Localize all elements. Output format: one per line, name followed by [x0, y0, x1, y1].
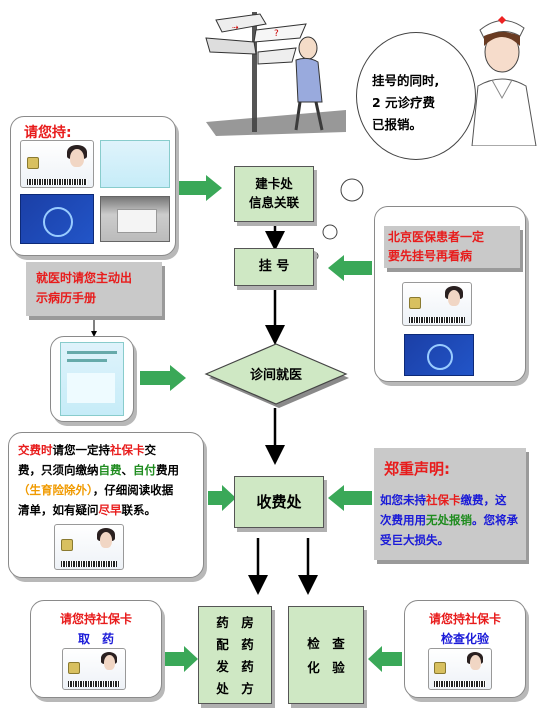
signpost-figure-icon: ? ⇢ [205, 12, 346, 136]
green-arrow-payment-to-pay [208, 485, 236, 511]
solemn-l2-b: 无处报销 [426, 513, 472, 527]
payment-l2-c: 、 [121, 463, 134, 477]
svg-text:⇢: ⇢ [232, 23, 239, 32]
consult-text: 诊间就医 [249, 368, 302, 383]
green-arrow-exam-to-lab [368, 646, 402, 672]
card-center-line-1: 建卡处 [255, 176, 293, 191]
payment-line-3: （生育险除外），仔细阅读收据 [18, 480, 202, 500]
exam-note-l1-b: 社保卡 [465, 612, 502, 626]
payment-l1-c: 社保卡 [110, 443, 145, 457]
exam-line-1: 检 查 [307, 636, 345, 651]
card-center-text: 建卡处 信息关联 [234, 174, 314, 212]
beijing-note-box [384, 226, 520, 268]
solemn-l1-d: ，这 [483, 493, 507, 507]
payment-l4-a: 清单，如有疑问 [18, 503, 99, 517]
payment-l1-b: 请您一定持 [52, 443, 111, 457]
pharmacy-line-2: 配 药 [216, 637, 254, 652]
solemn-line-2: 次费用用无处报销。您将承 [380, 510, 526, 530]
payment-line-2: 费，只须向缴纳自费、自付费用 [18, 460, 202, 480]
beijing-note-text: 北京医保患者一定 要先挂号再看病 [388, 228, 522, 266]
solemn-l1-b: 社保卡 [426, 493, 461, 507]
pharmacy-line-1: 药 房 [216, 615, 254, 630]
payment-l2-b: 自费 [98, 463, 122, 477]
green-arrow-record-to-consult [140, 365, 186, 391]
insurance-blue-card-icon [404, 334, 474, 376]
medical-record-booklet-icon [60, 342, 124, 416]
pickup-line-2: 取 药 [77, 632, 114, 646]
payment-l3-a: （生育险除外） [18, 483, 93, 497]
payment-l2-a: 费，只须向缴纳 [18, 463, 99, 477]
card-center-box [234, 166, 314, 222]
payment-l2-d: 自付 [133, 463, 156, 477]
nurse-speech-bubble [356, 32, 476, 160]
pickup-l1-b: 社保卡 [96, 612, 133, 626]
pharmacy-box [198, 606, 272, 704]
solemn-l1-a: 如您未持 [380, 493, 426, 507]
payment-l4-c: 联系。 [121, 503, 157, 517]
pharmacy-line-4: 处 方 [216, 681, 254, 696]
beijing-note-line-2: 要先挂号再看病 [388, 249, 473, 263]
green-arrow-pickup-to-pharmacy [164, 646, 198, 672]
solemn-heading: 郑重声明: [384, 460, 450, 478]
pickup-l1-a: 请您持 [59, 612, 96, 626]
solemn-line-1: 如您未持社保卡缴费，这 [380, 490, 526, 510]
solemn-text: 如您未持社保卡缴费，这 次费用用无处报销。您将承 受巨大损失。 [380, 490, 526, 550]
exam-note-line-1: 请您持社保卡 [404, 610, 526, 627]
payment-line-1: 交费时请您一定持社保卡交 [18, 440, 202, 460]
insurance-blue-card-icon [20, 194, 94, 244]
payment-l4-b: 尽早 [98, 503, 122, 517]
card-center-line-2: 信息关联 [248, 195, 299, 210]
pharmacy-text: 药 房 配 药 发 药 处 方 [198, 612, 272, 700]
register-box: 挂 号 [234, 248, 314, 286]
payment-line-4: 清单，如有疑问尽早联系。 [18, 500, 202, 520]
payment-l1-d: 交 [144, 443, 157, 457]
pay-box: 收费处 [234, 476, 324, 528]
green-arrow-cards-to-center [178, 175, 222, 201]
nurse-speech-text: 挂号的同时, 2 元诊疗费 已报销。 [372, 70, 472, 136]
social-security-card-icon [402, 282, 472, 326]
medical-certificate-icon [100, 140, 170, 188]
exam-text: 检 查 化 验 [288, 632, 364, 680]
svg-text:?: ? [274, 29, 279, 39]
social-security-card-icon [428, 648, 492, 690]
thought-dot-large [340, 178, 364, 202]
beijing-note-line-1: 北京医保患者一定 [388, 230, 485, 244]
medical-record-line-1: 就医时请您主动出 [36, 271, 133, 285]
payment-note-text: 交费时请您一定持社保卡交 费，只须向缴纳自费、自付费用 （生育险除外），仔细阅读… [18, 440, 202, 520]
social-security-card-icon [20, 140, 94, 188]
pharmacy-line-3: 发 药 [216, 659, 254, 674]
medical-record-line-2: 示病历手册 [36, 291, 97, 305]
exam-note-l1-a: 请您持 [428, 612, 465, 626]
exam-line-2: 化 验 [307, 660, 345, 675]
exam-note-line-2: 检查化验 [440, 632, 489, 646]
solemn-declaration-panel [374, 448, 526, 560]
payment-l2-e: 费用 [156, 463, 179, 477]
bubble-line-3: 已报销。 [372, 117, 423, 132]
thought-dot-medium [322, 224, 338, 240]
green-arrow-beijing-to-register [328, 255, 372, 281]
pickup-line-1: 请您持社保卡 [30, 610, 162, 627]
social-security-card-icon [54, 524, 124, 570]
nurse-icon [471, 16, 537, 146]
medical-record-note-text: 就医时请您主动出 示病历手册 [36, 268, 162, 308]
bubble-line-1: 挂号的同时, [372, 73, 440, 88]
payment-l3-b: ，仔细阅读收据 [92, 483, 174, 497]
payment-l1-a: 交费时 [18, 443, 53, 457]
required-documents-title: 请您持: [24, 125, 72, 141]
bubble-line-2: 2 元诊疗费 [372, 95, 436, 110]
consult-diamond [204, 343, 349, 408]
exam-box [288, 606, 364, 704]
solemn-l2-a: 次费用用 [380, 513, 426, 527]
solemn-l2-c: 。您将承 [472, 513, 518, 527]
medical-record-note [26, 262, 162, 316]
green-arrow-solemn-to-pay [328, 485, 372, 511]
social-security-card-icon [62, 648, 126, 690]
solemn-line-3: 受巨大损失。 [380, 533, 449, 547]
solemn-l1-c: 缴费 [460, 493, 484, 507]
insurance-photo-card-icon [100, 196, 170, 242]
